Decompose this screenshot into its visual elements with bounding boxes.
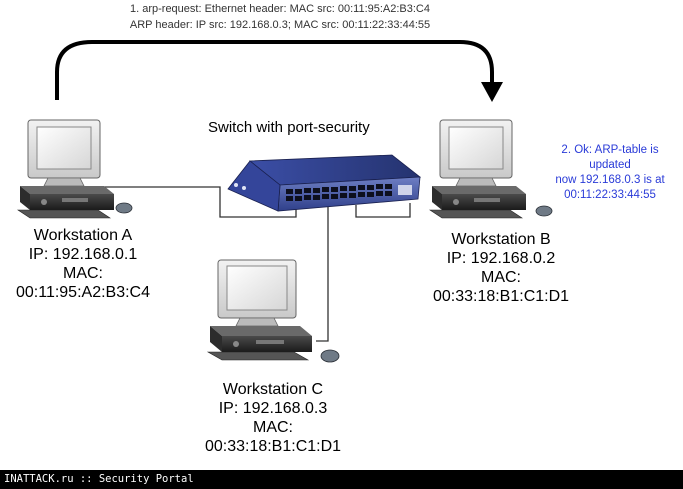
workstation-name: Workstation A bbox=[33, 227, 133, 244]
workstation-mac: 00:11:95:A2:B3:C4 bbox=[15, 284, 151, 301]
workstation-ip: IP: 192.168.0.1 bbox=[28, 246, 138, 263]
ok-note-line-2: updated bbox=[589, 159, 631, 171]
workstation-mac-label: MAC: bbox=[253, 419, 293, 436]
cable-c bbox=[316, 206, 329, 342]
keyboard bbox=[17, 209, 111, 219]
workstation-mac: 00:33:18:B1:C1:D1 bbox=[204, 438, 342, 455]
workstation-ip: IP: 192.168.0.3 bbox=[218, 400, 328, 417]
arp-request-line-1: 1. arp-request: Ethernet header: MAC src… bbox=[129, 3, 430, 15]
ok-note-line-3: now 192.168.0.3 is at bbox=[555, 174, 665, 186]
monitor bbox=[217, 259, 297, 327]
workstation-b-computer bbox=[429, 119, 553, 219]
workstation-b-label: Workstation B IP: 192.168.0.2 MAC: 00:33… bbox=[416, 230, 586, 306]
cable-a bbox=[96, 186, 297, 218]
workstation-mac: 00:33:18:B1:C1:D1 bbox=[432, 288, 570, 305]
switch-ports bbox=[286, 184, 412, 201]
workstation-mac-label: MAC: bbox=[481, 269, 521, 286]
workstation-a-label: Workstation A IP: 192.168.0.1 MAC: 00:11… bbox=[0, 226, 168, 302]
ok-note-line-1: 2. Ok: ARP-table is bbox=[561, 144, 659, 156]
keyboard bbox=[206, 351, 310, 361]
mouse bbox=[320, 349, 340, 363]
cable-b bbox=[355, 203, 411, 218]
workstation-c-computer bbox=[206, 259, 340, 363]
workstation-name: Workstation B bbox=[451, 231, 551, 248]
monitor bbox=[27, 119, 101, 187]
footer-text: INATTACK.ru :: Security Portal bbox=[4, 473, 194, 485]
workstation-a-computer bbox=[17, 119, 133, 219]
arp-request-arrow bbox=[55, 40, 503, 102]
ok-note-line-4: 00:11:22:33:44:55 bbox=[564, 189, 656, 201]
switch-title: Switch with port-security bbox=[208, 119, 370, 136]
mouse bbox=[115, 202, 133, 214]
workstation-ip: IP: 192.168.0.2 bbox=[446, 250, 556, 267]
mouse bbox=[535, 205, 553, 217]
keyboard bbox=[429, 209, 523, 219]
arp-table-updated-note: 2. Ok: ARP-table is updated now 192.168.… bbox=[540, 143, 680, 203]
workstation-name: Workstation C bbox=[222, 381, 324, 398]
computer-case bbox=[210, 326, 312, 352]
arp-request-line-2: ARP header: IP src: 192.168.0.3; MAC src… bbox=[129, 19, 431, 31]
footer-bar: INATTACK.ru :: Security Portal bbox=[0, 470, 683, 489]
network-cables bbox=[96, 186, 411, 342]
switch-device bbox=[227, 154, 422, 212]
workstation-c-label: Workstation C IP: 192.168.0.3 MAC: 00:33… bbox=[188, 380, 358, 456]
computer-case bbox=[432, 186, 526, 210]
computer-case bbox=[20, 186, 114, 210]
workstation-mac-label: MAC: bbox=[63, 265, 103, 282]
monitor bbox=[439, 119, 513, 187]
arp-request-note: 1. arp-request: Ethernet header: MAC src… bbox=[70, 1, 490, 33]
